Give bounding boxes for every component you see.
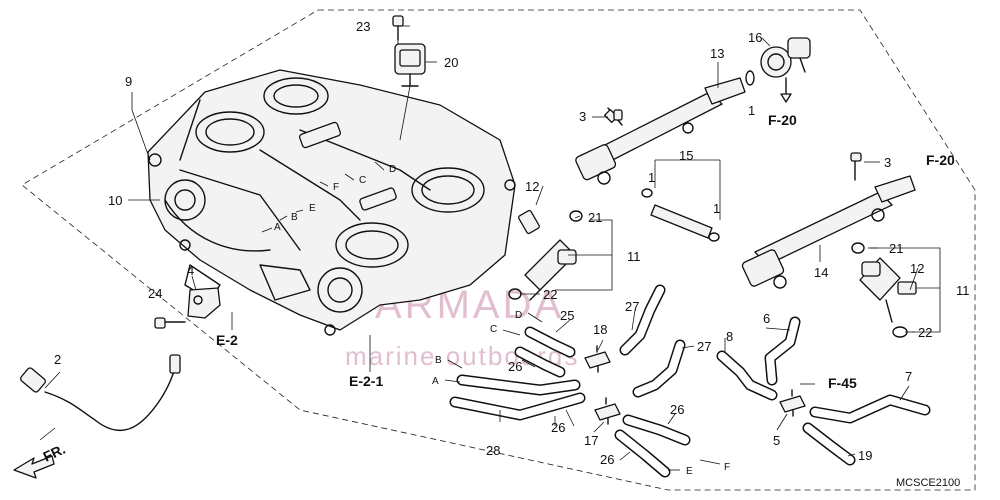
callout-2: 2	[54, 352, 61, 367]
hose-letter-c: C	[490, 324, 497, 335]
flow-arrows	[444, 312, 815, 471]
callout-4: 4	[187, 263, 194, 278]
callout-14: 14	[814, 265, 828, 280]
fr-label: FR.	[41, 441, 68, 465]
throttle-body-assembly	[147, 69, 516, 336]
callout-16: 16	[748, 30, 762, 45]
callout-15: 15	[679, 148, 693, 163]
callout-28: 28	[486, 443, 500, 458]
callout-22-right: 22	[918, 325, 932, 340]
callout-10: 10	[108, 193, 122, 208]
callout-26-c: 26	[670, 402, 684, 417]
callout-18: 18	[593, 322, 607, 337]
body-hose-labels: A B E F C D	[261, 161, 396, 233]
callout-17: 17	[584, 433, 598, 448]
fuel-rail-upper-part	[575, 77, 746, 185]
callout-25: 25	[560, 308, 574, 323]
diagram-code: MCSCE2100	[896, 477, 960, 489]
hose-letter-b: B	[435, 355, 442, 366]
callout-7: 7	[905, 369, 912, 384]
callout-11-left: 11	[627, 249, 641, 264]
bracket-part	[154, 287, 221, 329]
callout-22-left: 22	[543, 287, 557, 302]
callout-26-a: 26	[508, 359, 522, 374]
joint-parts	[584, 345, 806, 425]
hose-letter-f: F	[724, 462, 730, 473]
body-letter-c: C	[359, 175, 366, 186]
hose-letter-d: D	[515, 310, 522, 321]
hose-letter-e: E	[686, 466, 693, 477]
callout-1-top: 1	[748, 103, 755, 118]
callout-24: 24	[148, 286, 162, 301]
callout-12-right: 12	[910, 261, 924, 276]
injector-right-part	[851, 242, 941, 338]
sensor-wire-part	[20, 354, 181, 431]
bolt-upper-part	[613, 109, 623, 121]
callout-12-left: 12	[525, 179, 539, 194]
callout-8: 8	[726, 329, 733, 344]
callout-3-top: 3	[579, 109, 586, 124]
callout-19: 19	[858, 448, 872, 463]
callout-1-mid-right: 1	[713, 201, 720, 216]
callout-27-lower: 27	[697, 339, 711, 354]
front-direction-indicator: FR.	[13, 441, 68, 479]
reference-f-20-right: F-20	[926, 152, 955, 168]
hose-end-labels: A B C D E F	[432, 310, 730, 477]
reference-labels: E-2 E-2-1 F-20 F-20 F-45	[216, 112, 955, 391]
callout-20: 20	[444, 55, 458, 70]
body-letter-b: B	[291, 212, 298, 223]
callout-23: 23	[356, 19, 370, 34]
callout-6: 6	[763, 311, 770, 326]
reference-f-20-upper: F-20	[768, 112, 797, 128]
pressure-regulator-part	[745, 37, 811, 103]
watermark: ARMADA marine outboards	[345, 161, 577, 371]
body-letter-a: A	[274, 222, 281, 233]
callout-3-right: 3	[884, 155, 891, 170]
leader-lines	[39, 25, 919, 461]
reference-e-2: E-2	[216, 332, 238, 348]
callout-27-upper: 27	[625, 299, 639, 314]
callout-21-right: 21	[889, 241, 903, 256]
map-sensor-part	[392, 15, 426, 141]
callout-numbers: 9 10 4 24 2 23 20 13 16 1 3 15 1 1 3 12 …	[54, 19, 970, 467]
body-letter-e: E	[309, 203, 316, 214]
body-letter-d: D	[389, 164, 396, 175]
hose-letter-a: A	[432, 376, 439, 387]
callout-26-d: 26	[600, 452, 614, 467]
joint-pipe-part	[641, 159, 721, 242]
callout-21-left: 21	[588, 210, 602, 225]
hose-parts	[449, 284, 931, 478]
reference-e-2-1: E-2-1	[349, 373, 383, 389]
callout-11-right: 11	[956, 283, 970, 298]
callout-13: 13	[710, 46, 724, 61]
fuel-rail-lower-part	[741, 152, 916, 289]
body-letter-f: F	[333, 182, 339, 193]
reference-f-45: F-45	[828, 375, 857, 391]
callout-9: 9	[125, 74, 132, 89]
callout-5: 5	[773, 433, 780, 448]
callout-1-mid-left: 1	[648, 170, 655, 185]
injector-left-part	[508, 209, 613, 301]
callout-26-b: 26	[551, 420, 565, 435]
